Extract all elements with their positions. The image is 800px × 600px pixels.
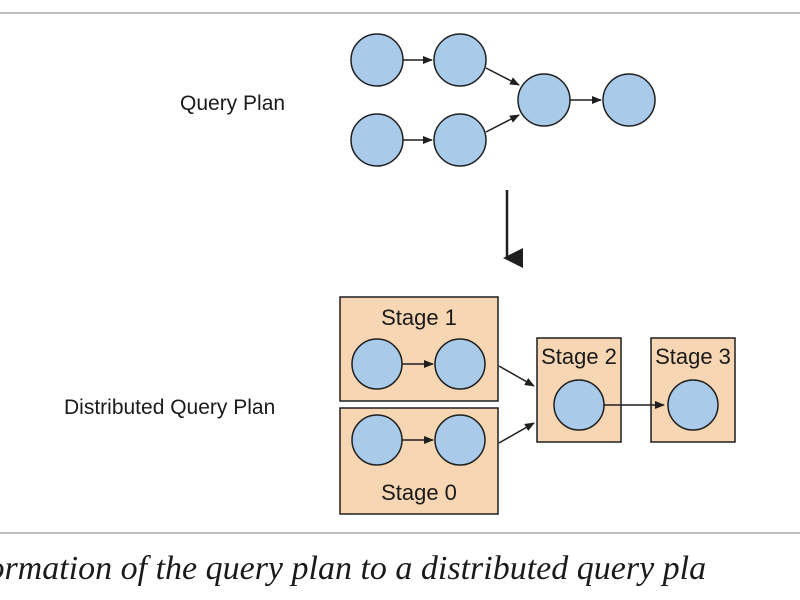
stage-node — [434, 414, 486, 466]
stage-node — [434, 338, 486, 390]
stage-0-to-2-edge — [498, 422, 535, 444]
diagram-canvas: Query Plan Distributed Query Plan Stage … — [0, 12, 800, 534]
qp-node — [433, 113, 487, 167]
qp-node — [350, 113, 404, 167]
figure-caption-text: formation of the query plan to a distrib… — [0, 550, 707, 587]
stage-0-box: Stage 0 — [339, 407, 499, 515]
figure-caption: formation of the query plan to a distrib… — [0, 538, 800, 600]
qp-edge — [485, 67, 520, 86]
stage-3-box: Stage 3 — [650, 337, 736, 443]
stage-1-box: Stage 1 — [339, 296, 499, 402]
stage-0-label: Stage 0 — [381, 480, 457, 505]
stage-node — [553, 379, 605, 431]
stage-1-label: Stage 1 — [381, 305, 457, 330]
stage-node — [351, 414, 403, 466]
stage-2-box: Stage 2 — [536, 337, 622, 443]
stage-node — [667, 379, 719, 431]
stage-node — [351, 338, 403, 390]
stage-1-to-2-edge — [498, 365, 535, 387]
query-plan-label: Query Plan — [180, 92, 285, 115]
qp-node — [602, 73, 656, 127]
qp-edge — [485, 114, 520, 133]
qp-node — [350, 33, 404, 87]
query-plan-graph — [350, 33, 656, 167]
distributed-query-plan-label: Distributed Query Plan — [64, 396, 275, 419]
stage-2-label: Stage 2 — [541, 344, 617, 369]
qp-node — [517, 73, 571, 127]
qp-node — [433, 33, 487, 87]
stage-3-label: Stage 3 — [655, 344, 731, 369]
